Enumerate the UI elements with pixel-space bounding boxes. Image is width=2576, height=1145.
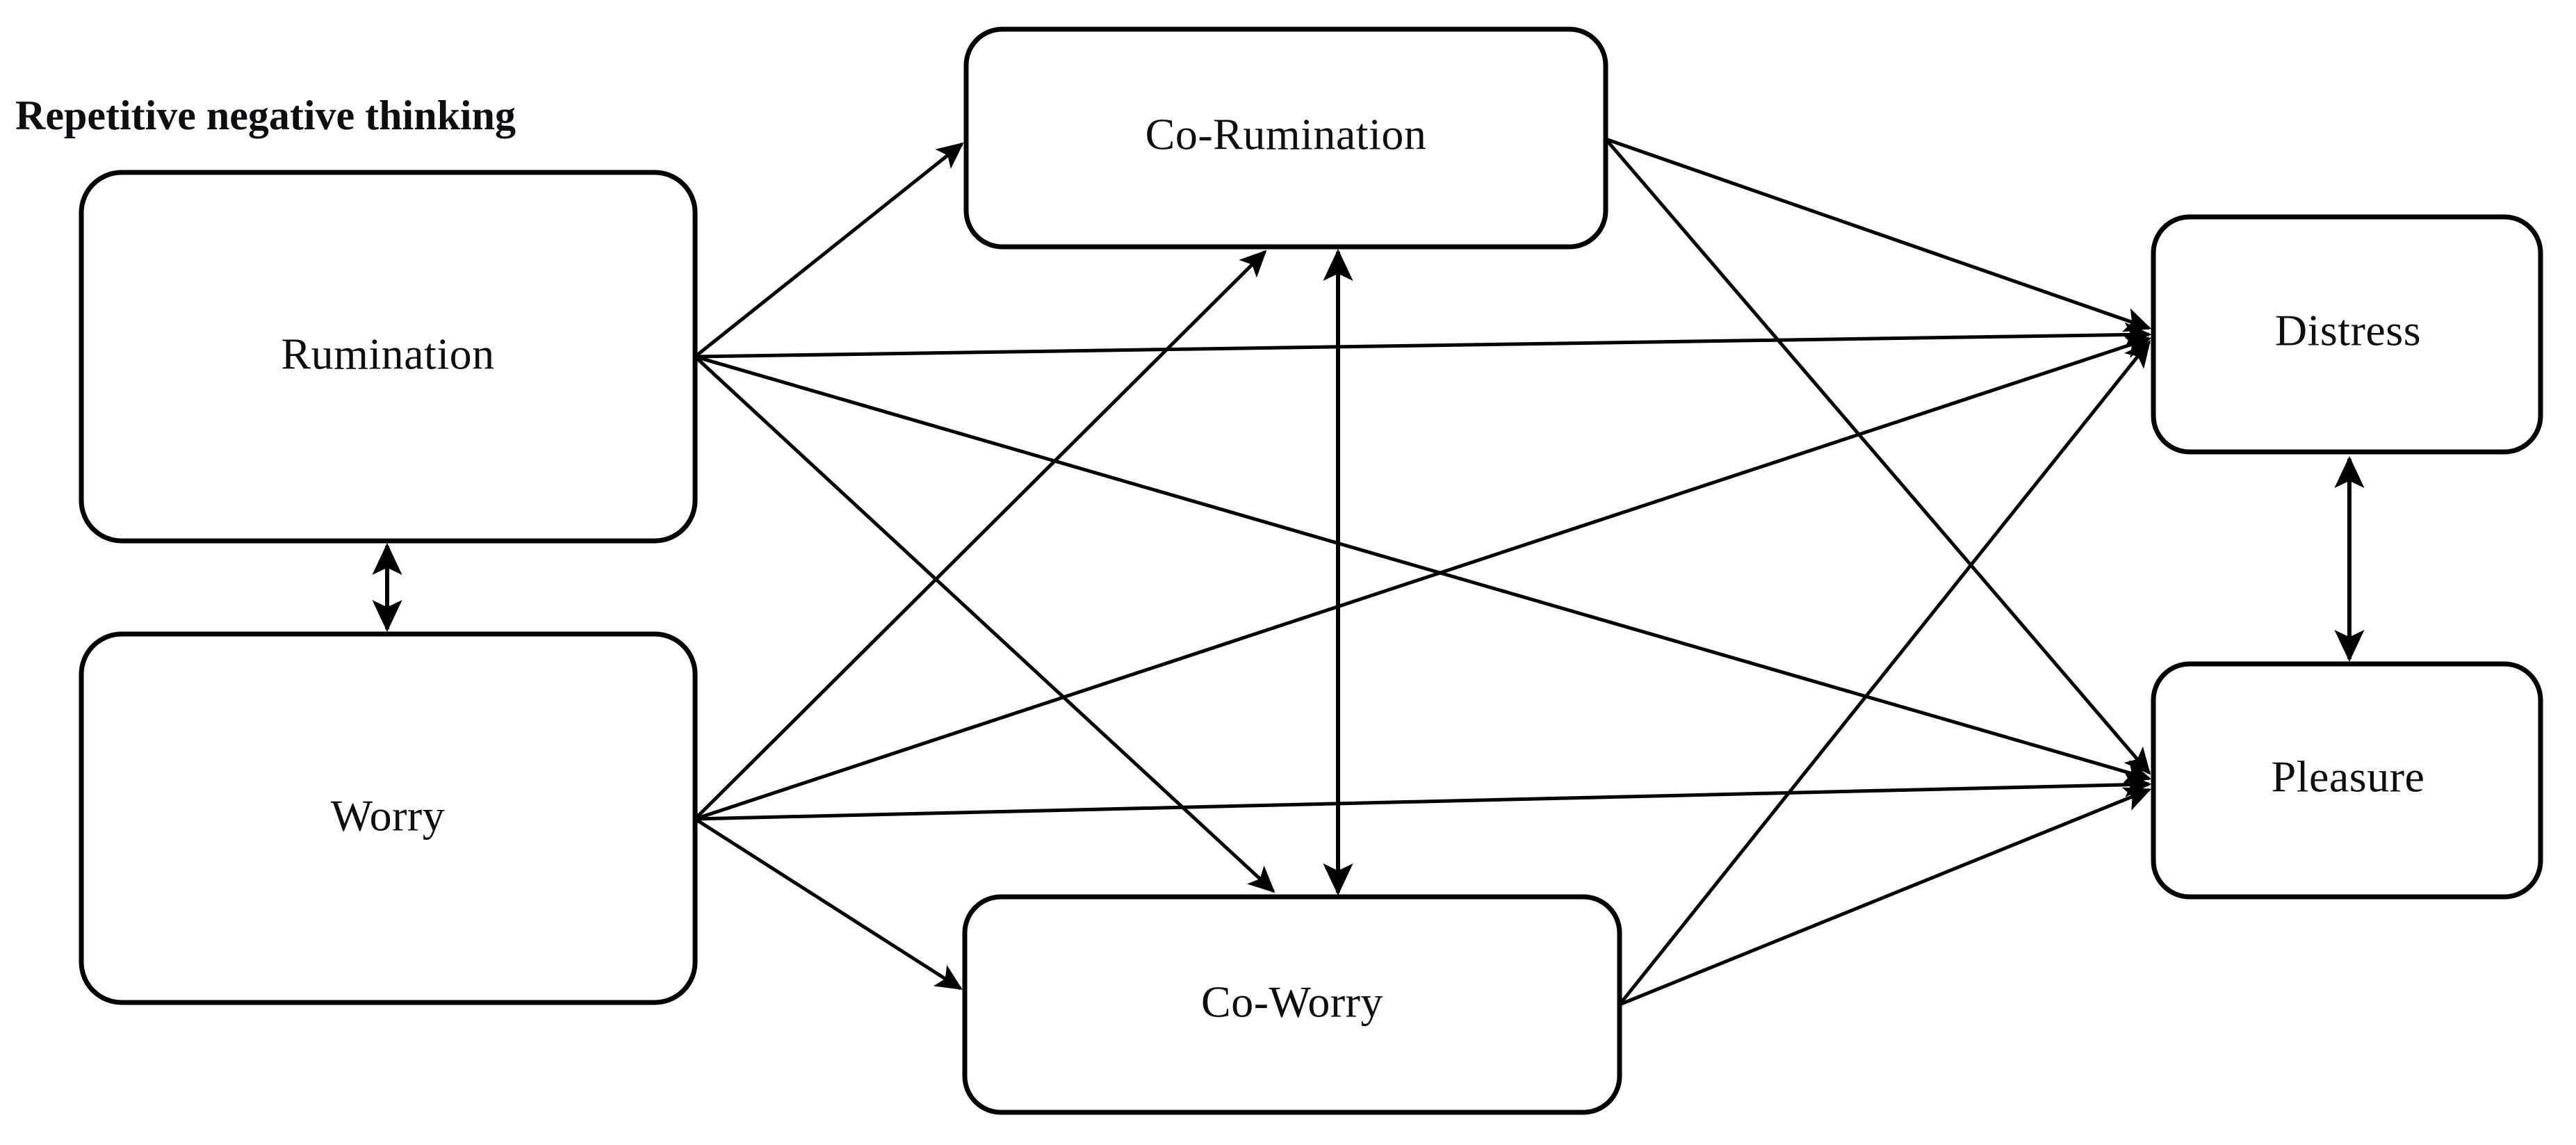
- node-pleasure-label: Pleasure: [2272, 752, 2425, 802]
- edge-rumination-corumination: [694, 142, 964, 358]
- node-co-rumination[interactable]: Co-Rumination: [963, 26, 1608, 250]
- node-co-worry-label: Co-Worry: [1201, 977, 1383, 1027]
- edge-worry-distress: [694, 334, 2152, 821]
- edge-rumination-distress: [694, 322, 2152, 359]
- node-co-worry-box[interactable]: [962, 894, 1622, 1115]
- node-worry-box[interactable]: [79, 631, 698, 1005]
- edge-corumination-distress: [1605, 137, 2152, 332]
- edge-worry-pleasure: [694, 772, 2152, 821]
- edge-worry-coworry: [694, 817, 963, 991]
- node-rumination[interactable]: Rumination: [79, 170, 698, 544]
- node-worry-label: Worry: [331, 791, 445, 841]
- node-pleasure-box[interactable]: [2151, 661, 2543, 900]
- node-distress-box[interactable]: [2151, 214, 2543, 455]
- edge-coworry-pleasure: [1619, 787, 2152, 1007]
- nodes-layer: Rumination Worry Co-Rumination Co-Worry …: [79, 26, 2543, 1115]
- edge-worry-corumination: [694, 250, 1267, 820]
- edge-rumination-pleasure: [694, 355, 2152, 784]
- node-distress-label: Distress: [2275, 306, 2421, 355]
- edge-coworry-distress: [1618, 340, 2151, 1006]
- node-co-rumination-label: Co-Rumination: [1146, 110, 1427, 159]
- node-pleasure[interactable]: Pleasure: [2151, 661, 2543, 900]
- node-rumination-label: Rumination: [281, 330, 494, 379]
- node-co-rumination-box[interactable]: [963, 26, 1608, 250]
- node-rumination-box[interactable]: [79, 170, 698, 544]
- node-co-worry[interactable]: Co-Worry: [962, 894, 1622, 1115]
- node-worry[interactable]: Worry: [79, 631, 698, 1005]
- edges-layer: [372, 137, 2365, 1007]
- node-distress[interactable]: Distress: [2151, 214, 2543, 455]
- edge-rumination-coworry: [694, 355, 1275, 893]
- edge-corumination-pleasure: [1604, 138, 2151, 775]
- group-title-repetitive-negative-thinking: Repetitive negative thinking: [15, 92, 516, 138]
